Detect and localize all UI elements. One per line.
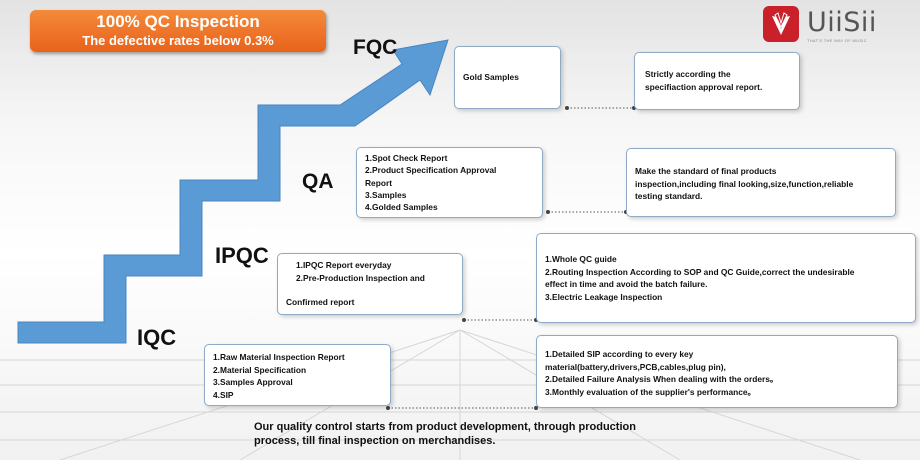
ipqc-right-box: 1.Whole QC guide 2.Routing Inspection Ac… [536,233,916,323]
footer-line: Our quality control starts from product … [254,421,636,433]
title-banner: 100% QC Inspection The defective rates b… [30,10,326,52]
stage-label-iqc: IQC [137,325,177,350]
ipqc-left-box: 1.IPQC Report everyday 2.Pre-Production … [277,253,463,315]
footer-caption: Our quality control starts from product … [254,420,636,448]
logo-wordmark: UiiSii [807,7,877,38]
iqc-right-box: 1.Detailed SIP according to every key ma… [536,335,898,408]
banner-subtitle: The defective rates below 0.3% [82,33,274,48]
ipqc-right-item: effect in time and avoid the batch failu… [545,279,708,289]
iqc-right-item: material(battery,drivers,PCB,cables,plug… [545,361,726,372]
logo-tagline: THAT'S THE WAY OF MUSIC [807,38,867,43]
ipqc-right-item: 1.Whole QC guide [545,254,617,264]
qa-right-item: testing standard. [635,191,703,201]
qa-left-item: 3.Samples [365,189,407,200]
ipqc-right-item: 3.Electric Leakage Inspection [545,291,663,302]
brand-logo: UiiSii THAT'S THE WAY OF MUSIC [763,6,903,46]
ipqc-left-spacer [286,284,454,296]
logo-wing-icon [763,6,799,42]
iqc-left-item: 2.Material Specification [213,364,307,375]
qa-left-item: 1.Spot Check Report [365,153,448,163]
qa-left-item: Report [365,177,392,188]
fqc-right-item: Strictly according the [645,69,731,79]
fqc-left-item: Gold Samples [463,72,519,82]
iqc-left-item: 4.SIP [213,389,234,400]
iqc-left-item: 3.Samples Approval [213,377,293,387]
qa-right-box: Make the standard of final products insp… [626,148,896,217]
ipqc-left-item: 2.Pre-Production Inspection and [296,272,425,283]
qa-right-item: Make the standard of final products [635,166,777,176]
fqc-right-item: specifiaction approval report. [645,81,763,92]
fqc-right-box: Strictly according the specifiaction app… [634,52,800,110]
stage-label-fqc: FQC [353,36,398,59]
qa-right-item: inspection,including final looking,size,… [635,178,854,189]
iqc-right-item: 1.Detailed SIP according to every key [545,349,694,359]
qa-left-item: 4.Golded Samples [365,202,438,213]
ipqc-left-item: 1.IPQC Report everyday [296,260,392,270]
footer-line: process, till final inspection on mercha… [254,435,496,447]
stage-label-qa: QA [302,170,334,193]
banner-title: 100% QC Inspection [96,12,260,31]
qa-left-box: 1.Spot Check Report 2.Product Specificat… [356,147,543,218]
ipqc-left-item: Confirmed report [286,297,355,307]
qa-left-item: 2.Product Specification Approval [365,165,497,176]
iqc-left-item: 1.Raw Material Inspection Report [213,352,345,362]
stage-label-ipqc: IPQC [215,243,269,268]
iqc-right-item: 2.Detailed Failure Analysis When dealing… [545,374,779,384]
ipqc-right-item: 2.Routing Inspection According to SOP an… [545,266,855,277]
iqc-right-item: 3.Monthly evaluation of the supplier's p… [545,386,756,397]
iqc-left-box: 1.Raw Material Inspection Report 2.Mater… [204,344,391,406]
fqc-left-box: Gold Samples [454,46,561,109]
